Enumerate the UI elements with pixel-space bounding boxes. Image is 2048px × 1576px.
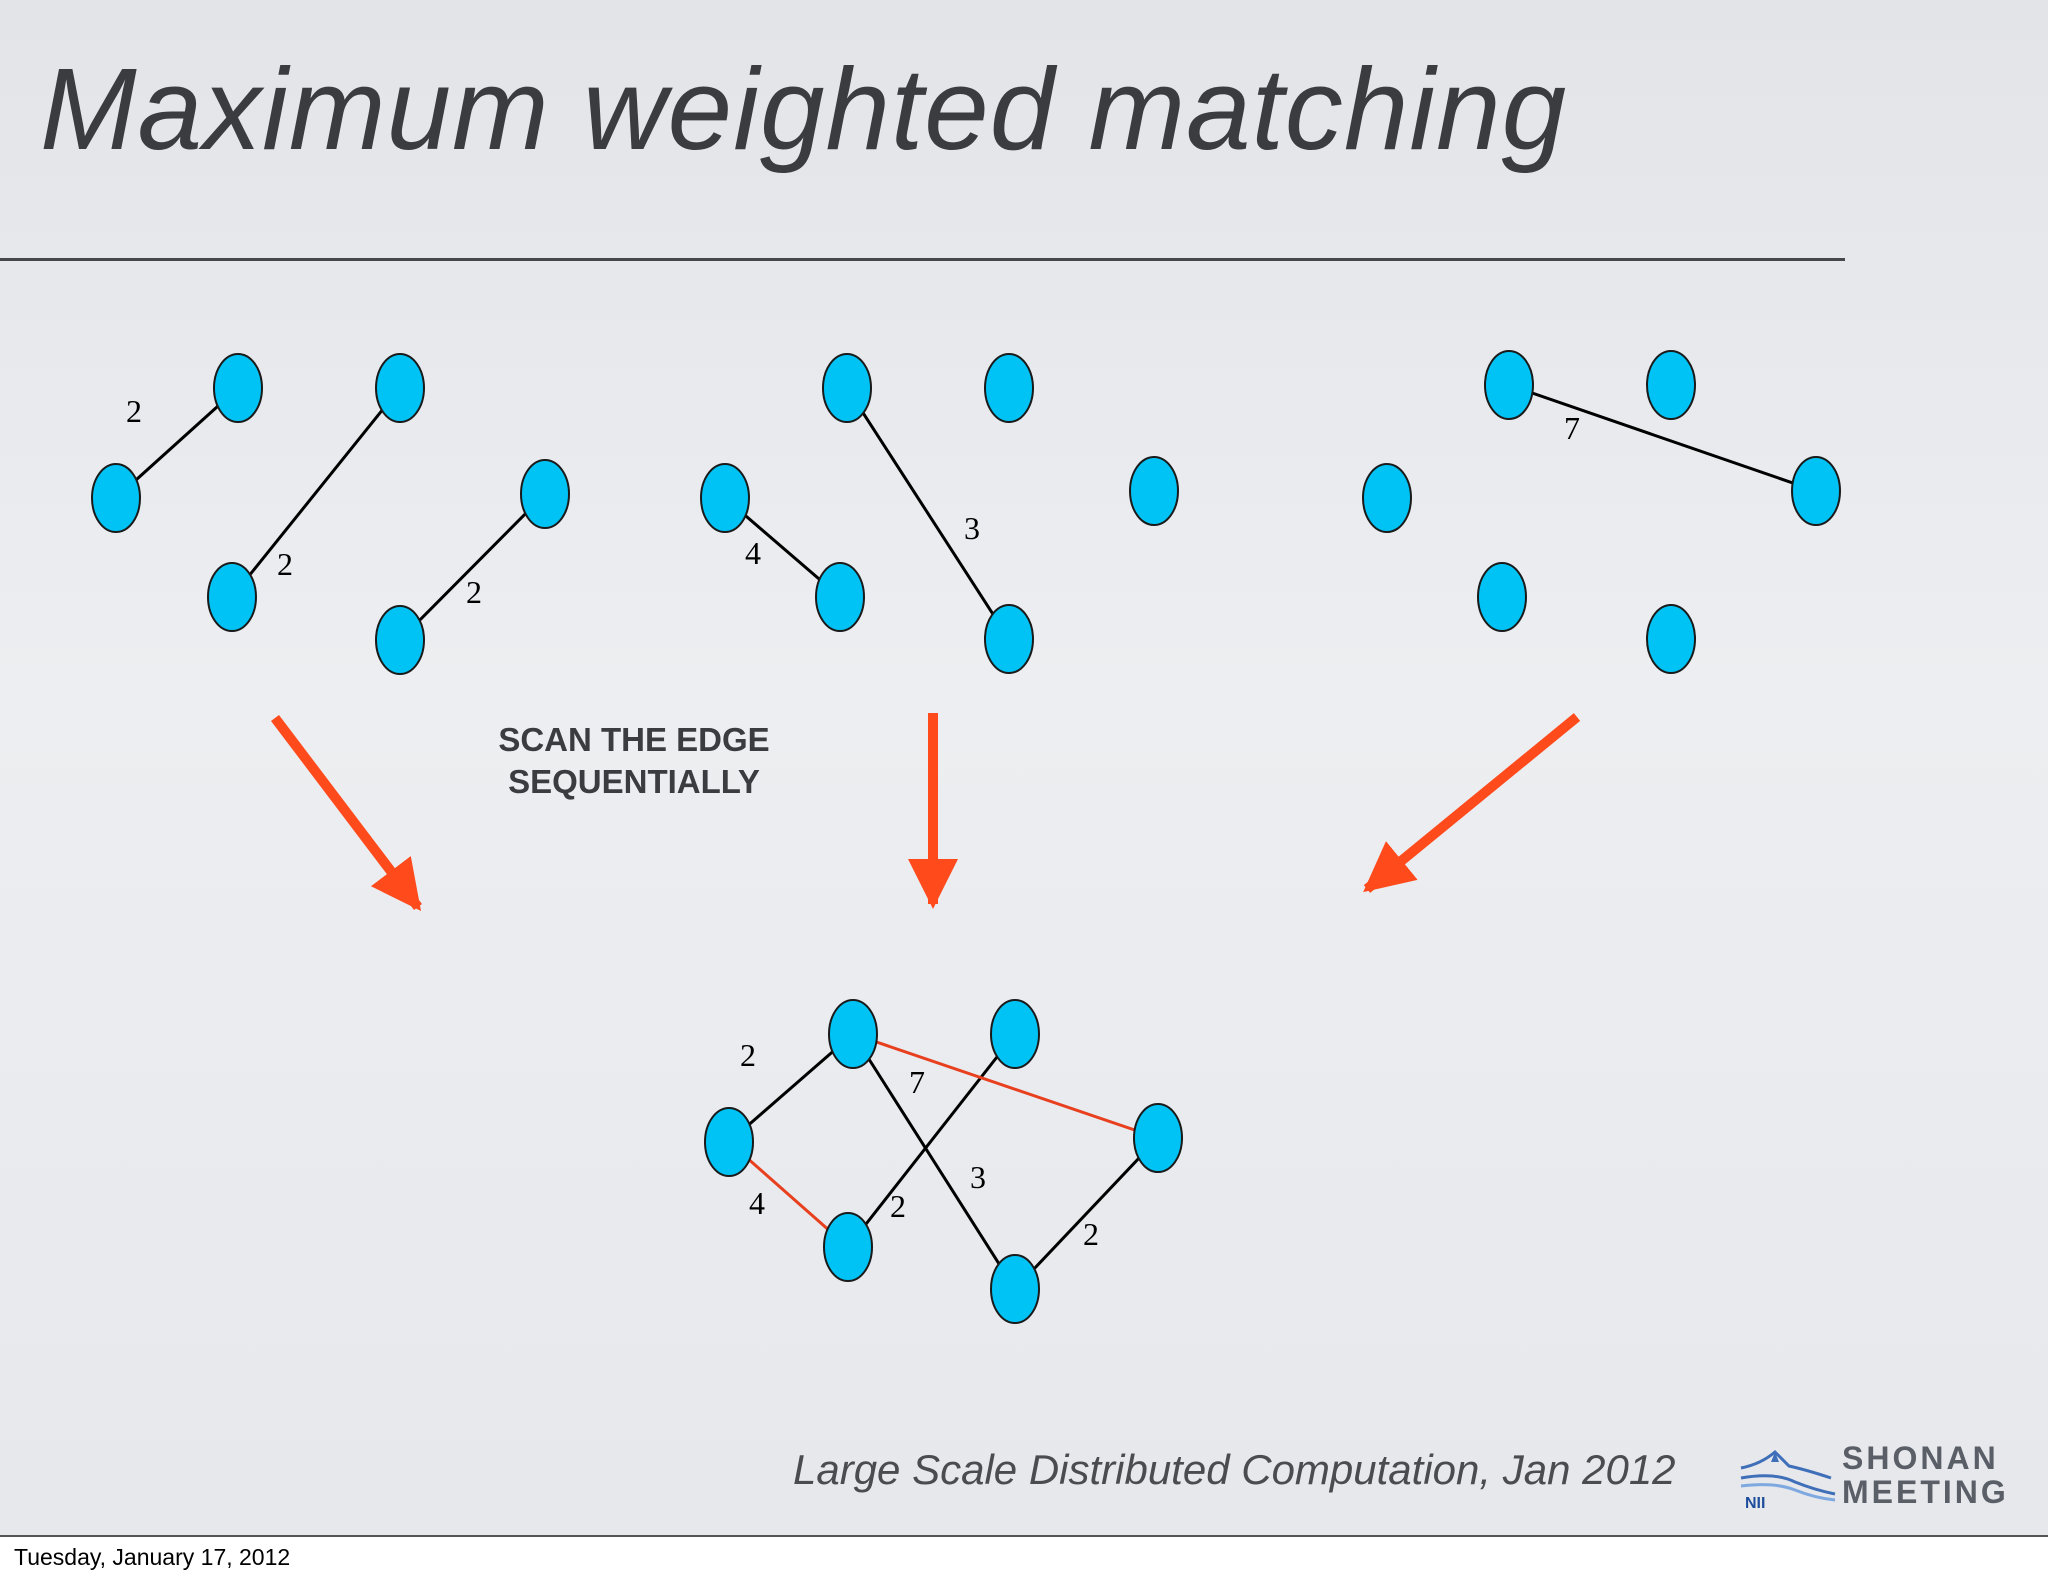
edge-weight-label: 7 — [1564, 410, 1580, 446]
slide-title: Maximum weighted matching — [40, 44, 1568, 174]
graph-node — [815, 562, 865, 632]
graph-middle-edge — [845, 387, 1011, 640]
arrow-down-left — [1363, 713, 1581, 893]
graph-node — [1477, 562, 1527, 632]
graph-node — [1484, 350, 1534, 420]
graph-node — [520, 459, 570, 529]
caption-line-1: SCAN THE EDGE — [498, 721, 769, 758]
graph-right: 7 — [1362, 350, 1841, 674]
mountain-icon — [1740, 1449, 1836, 1502]
edge-weight-label: 2 — [466, 574, 482, 610]
arrow-down-right — [271, 714, 422, 911]
graph-node — [207, 562, 257, 632]
nii-label: NII — [1745, 1495, 1765, 1512]
edge-weight-label: 3 — [964, 510, 980, 546]
slide-bottom-border — [0, 1535, 2048, 1537]
graph-node — [375, 353, 425, 423]
edge-weight-label: 2 — [277, 546, 293, 582]
graph-node — [984, 353, 1034, 423]
matched-edge — [852, 1032, 1159, 1140]
graph-node — [1791, 456, 1841, 526]
graph-merged-edge — [846, 1033, 1017, 1248]
graph-node — [91, 463, 141, 533]
graph-node — [1646, 604, 1696, 674]
edge-weight-label: 2 — [1083, 1216, 1099, 1252]
graph-left-edge — [398, 492, 547, 642]
logo-name: SHONAN MEETING — [1842, 1441, 2009, 1509]
logo-name-line-2: MEETING — [1842, 1474, 2009, 1510]
title-divider — [0, 258, 1845, 261]
edge-weight-label: 7 — [909, 1064, 925, 1100]
graph-node — [984, 604, 1034, 674]
graph-node — [990, 1254, 1040, 1324]
graph-node — [823, 1212, 873, 1282]
graph-node — [1129, 456, 1179, 526]
graph-node — [828, 999, 878, 1069]
caption-line-2: SEQUENTIALLY — [508, 763, 760, 800]
edge-weight-label: 3 — [970, 1159, 986, 1195]
graph-right-edge — [1508, 383, 1817, 493]
graph-merged-edge — [851, 1033, 1017, 1290]
graph-node — [704, 1107, 754, 1177]
graph-left: 2 2 2 — [91, 353, 570, 675]
graph-node — [822, 353, 872, 423]
graph-merged: 2 7 4 2 3 2 — [704, 999, 1183, 1324]
graph-node — [375, 605, 425, 675]
graph-middle: 4 3 — [700, 353, 1179, 674]
edge-weight-label: 4 — [749, 1185, 765, 1221]
graph-node — [700, 463, 750, 533]
graph-node — [1133, 1103, 1183, 1173]
graph-node — [1362, 463, 1412, 533]
edge-weight-label: 2 — [126, 393, 142, 429]
graph-left-edge — [230, 387, 402, 598]
matching-diagram: 2 2 2 4 3 7 SCAN THE EDGE SEQUENTIALLY — [91, 350, 1841, 1324]
shonan-meeting-logo: NII — [1740, 1449, 1836, 1512]
edge-weight-label: 2 — [740, 1037, 756, 1073]
graph-node — [1646, 350, 1696, 420]
edge-weight-label: 2 — [890, 1188, 906, 1224]
date-label: Tuesday, January 17, 2012 — [14, 1544, 291, 1570]
footer-caption: Large Scale Distributed Computation, Jan… — [793, 1446, 1676, 1493]
graph-merged-edge — [1013, 1136, 1160, 1291]
graph-node — [213, 353, 263, 423]
logo-name-line-1: SHONAN — [1842, 1440, 1999, 1476]
edge-weight-label: 4 — [745, 535, 761, 571]
graph-node — [990, 999, 1040, 1069]
